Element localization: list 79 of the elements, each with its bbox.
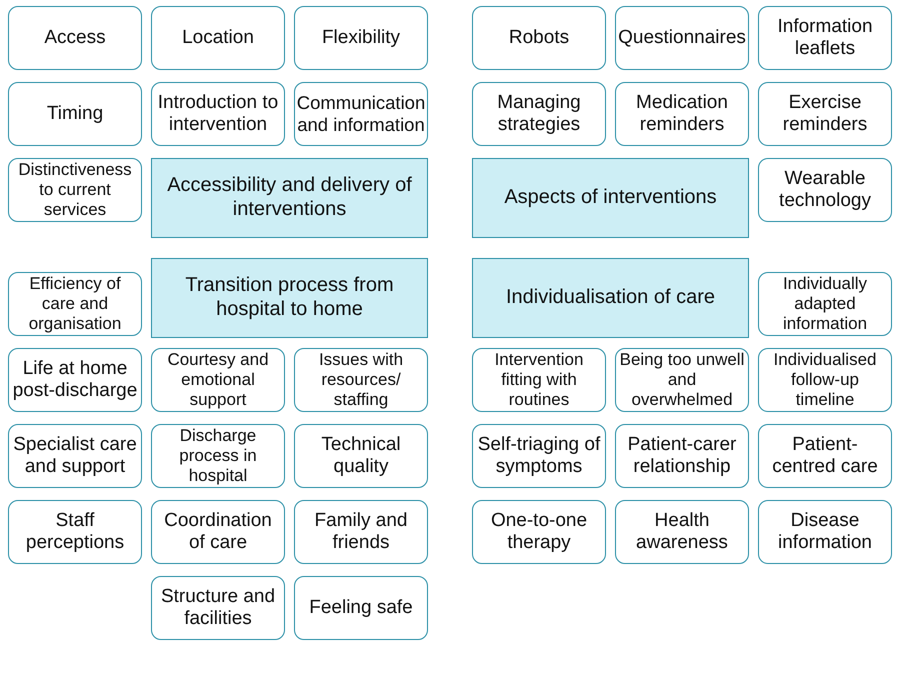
box-label: Medication reminders [635,92,729,136]
subtheme-box [8,424,142,488]
subtheme-box [758,424,892,488]
box-label: Individually adapted information [782,274,868,334]
subtheme-box [8,158,142,222]
box-label: Exercise reminders [782,92,868,136]
box-label: Location [182,26,254,50]
box-label: Individualisation of care [506,286,715,310]
theme-box [151,258,428,338]
subtheme-box [8,272,142,336]
box-label: Specialist care and support [12,434,138,478]
box-label: Staff perceptions [24,510,126,554]
subtheme-box [151,82,285,146]
box-label: Accessibility and delivery of interventions [166,174,413,222]
box-label: Technical quality [320,434,402,478]
box-label: Patient-carer relationship [626,434,738,478]
box-label: Aspects of interventions [504,186,717,210]
box-label: Individualised follow-up timeline [772,350,878,410]
box-label: Patient-centred care [771,434,879,478]
box-label: Courtesy and emotional support [166,350,270,410]
box-label: Flexibility [322,26,400,50]
box-label: Access [44,26,106,50]
subtheme-box [758,348,892,412]
theme-box [151,158,428,238]
box-label: Robots [508,26,570,50]
subtheme-box [758,158,892,222]
box-label: One-to-one therapy [490,510,588,554]
box-label: Coordination of care [163,510,273,554]
subtheme-box [8,348,142,412]
box-label: Transition process from hospital to home [184,274,395,322]
box-label: Timing [46,102,104,126]
subtheme-box [151,348,285,412]
subtheme-box [151,6,285,70]
subtheme-box [758,82,892,146]
box-label: Structure and facilities [160,586,276,630]
subtheme-box [294,82,428,146]
box-label: Intervention fitting with routines [494,350,584,410]
box-label: Wearable technology [778,168,872,212]
box-label: Discharge process in hospital [178,426,258,486]
subtheme-box [615,424,749,488]
subtheme-box [151,576,285,640]
box-label: Life at home post-discharge [12,358,138,402]
subtheme-box [294,424,428,488]
subtheme-box [615,6,749,70]
subtheme-box [758,272,892,336]
box-label: Information leaflets [776,16,874,60]
subtheme-box [472,424,606,488]
subtheme-box [472,82,606,146]
box-label: Questionnaires [618,26,746,50]
subtheme-box [472,6,606,70]
subtheme-box [758,500,892,564]
box-label: Introduction to intervention [156,92,280,136]
box-label: Managing strategies [496,92,582,136]
box-label: Self-triaging of symptoms [476,434,602,478]
box-label: Being too unwell and overwhelmed [619,350,745,410]
subtheme-box [8,82,142,146]
theme-box [472,258,749,338]
box-label: Issues with resources/ staffing [318,350,404,410]
subtheme-box [294,6,428,70]
theme-box [472,158,749,238]
box-label: Communication and information [296,92,426,136]
box-label: Feeling safe [309,596,413,620]
subtheme-box [294,348,428,412]
subtheme-box [151,500,285,564]
box-label: Distinctiveness to current services [17,160,133,220]
box-label: Health awareness [635,510,729,554]
box-label: Family and friends [314,510,408,554]
subtheme-box [472,500,606,564]
subtheme-box [472,348,606,412]
subtheme-box [8,500,142,564]
subtheme-box [615,82,749,146]
subtheme-box [8,6,142,70]
subtheme-box [294,500,428,564]
subtheme-box [615,500,749,564]
box-label: Efficiency of care and organisation [28,274,122,334]
box-label: Disease information [777,510,873,554]
subtheme-box [758,6,892,70]
subtheme-box [294,576,428,640]
subtheme-box [151,424,285,488]
